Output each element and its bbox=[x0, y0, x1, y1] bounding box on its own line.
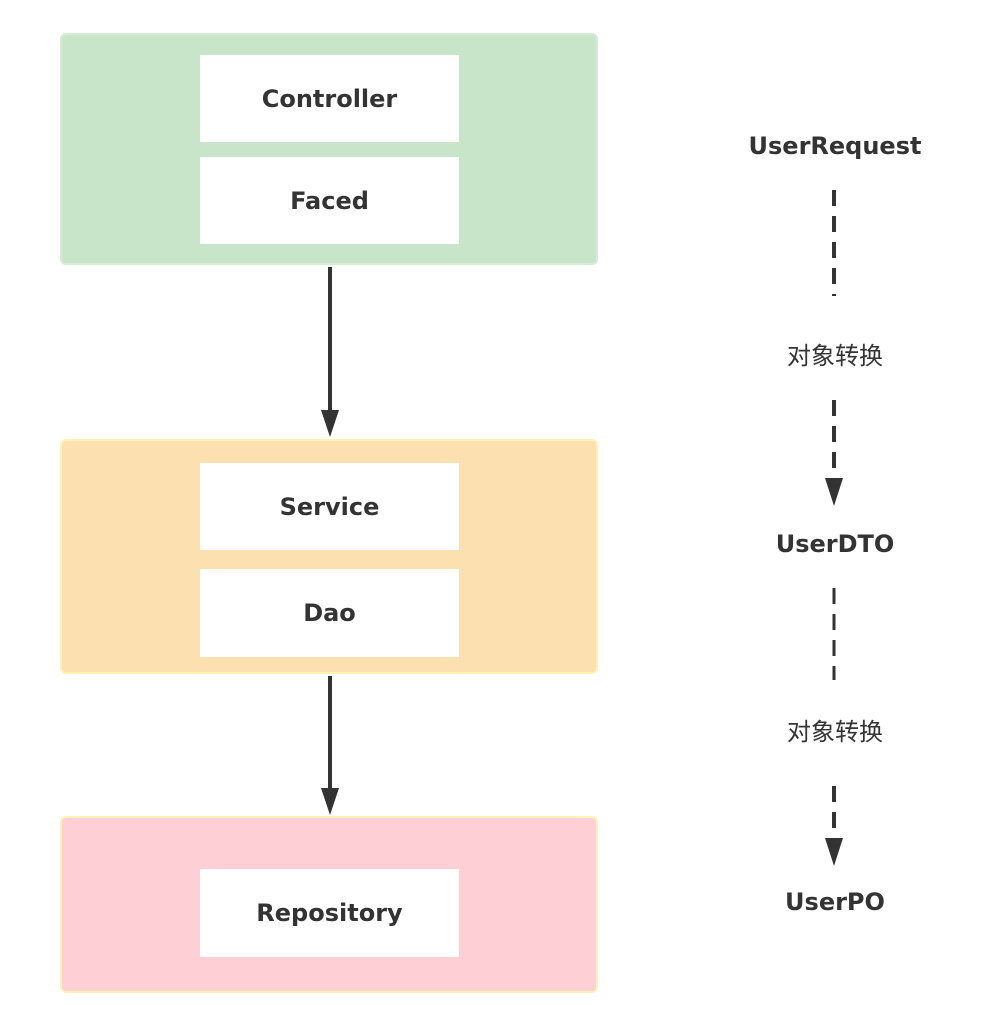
user-request-label: UserRequest bbox=[748, 132, 922, 160]
dao-box: Dao bbox=[200, 569, 459, 657]
dashed-arrow-head-po bbox=[825, 838, 843, 866]
user-dto-label: UserDTO bbox=[775, 530, 895, 558]
dashed-arrow-head-dto bbox=[825, 478, 843, 506]
conversion-label-2: 对象转换 bbox=[787, 718, 883, 746]
user-po-label: UserPO bbox=[785, 888, 885, 916]
faced-box: Faced bbox=[200, 157, 459, 244]
conversion-label-1: 对象转换 bbox=[787, 342, 883, 370]
arrow-head-service bbox=[321, 410, 339, 437]
repository-box: Repository bbox=[200, 869, 459, 957]
arrow-head-repository bbox=[321, 788, 339, 815]
service-box: Service bbox=[200, 463, 459, 550]
controller-box: Controller bbox=[200, 55, 459, 142]
